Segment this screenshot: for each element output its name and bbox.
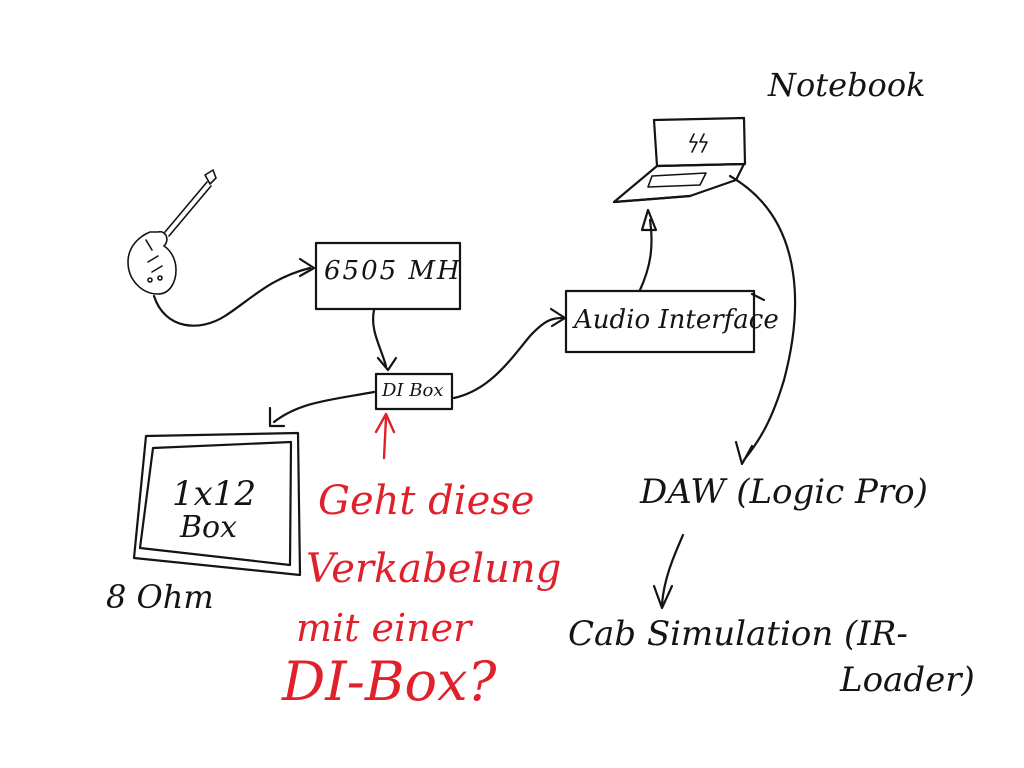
cabinet-box	[132, 431, 302, 577]
cab-sim-label-line1: Cab Simulation (IR-	[568, 614, 908, 654]
cable-notebook-to-daw	[728, 174, 797, 466]
laptop-icon	[612, 116, 747, 204]
amp-head-box	[314, 241, 462, 311]
daw-label: DAW (Logic Pro)	[640, 472, 928, 512]
cable-amp-to-di	[372, 308, 398, 372]
cabinet-label-line2: Box	[180, 510, 238, 545]
cabinet-label-line1: 1x12	[172, 474, 257, 514]
di-box-box	[374, 372, 454, 411]
red-arrow-to-di	[374, 412, 396, 460]
cable-di-to-cabinet	[268, 390, 376, 428]
notebook-label: Notebook	[768, 66, 926, 104]
audio-interface-box	[564, 289, 756, 354]
question-line-3: mit einer	[296, 606, 472, 650]
di-box-label: DI Box	[382, 380, 444, 401]
cable-di-to-interface	[452, 307, 567, 400]
cabinet-impedance-label: 8 Ohm	[106, 578, 214, 616]
cable-interface-to-notebook	[638, 208, 658, 292]
cab-sim-label-line2: Loader)	[840, 660, 975, 700]
question-line-4: DI-Box?	[282, 650, 497, 713]
electric-guitar-icon	[127, 169, 217, 295]
cable-guitar-to-amp	[152, 257, 316, 327]
audio-interface-stroke	[750, 292, 766, 302]
amp-head-label: 6505 MH	[324, 256, 462, 286]
question-line-2: Verkabelung	[306, 546, 562, 592]
question-line-1: Geht diese	[318, 478, 535, 524]
audio-interface-label: Audio Interface	[574, 305, 779, 335]
arrow-daw-to-cabsim	[652, 533, 685, 610]
